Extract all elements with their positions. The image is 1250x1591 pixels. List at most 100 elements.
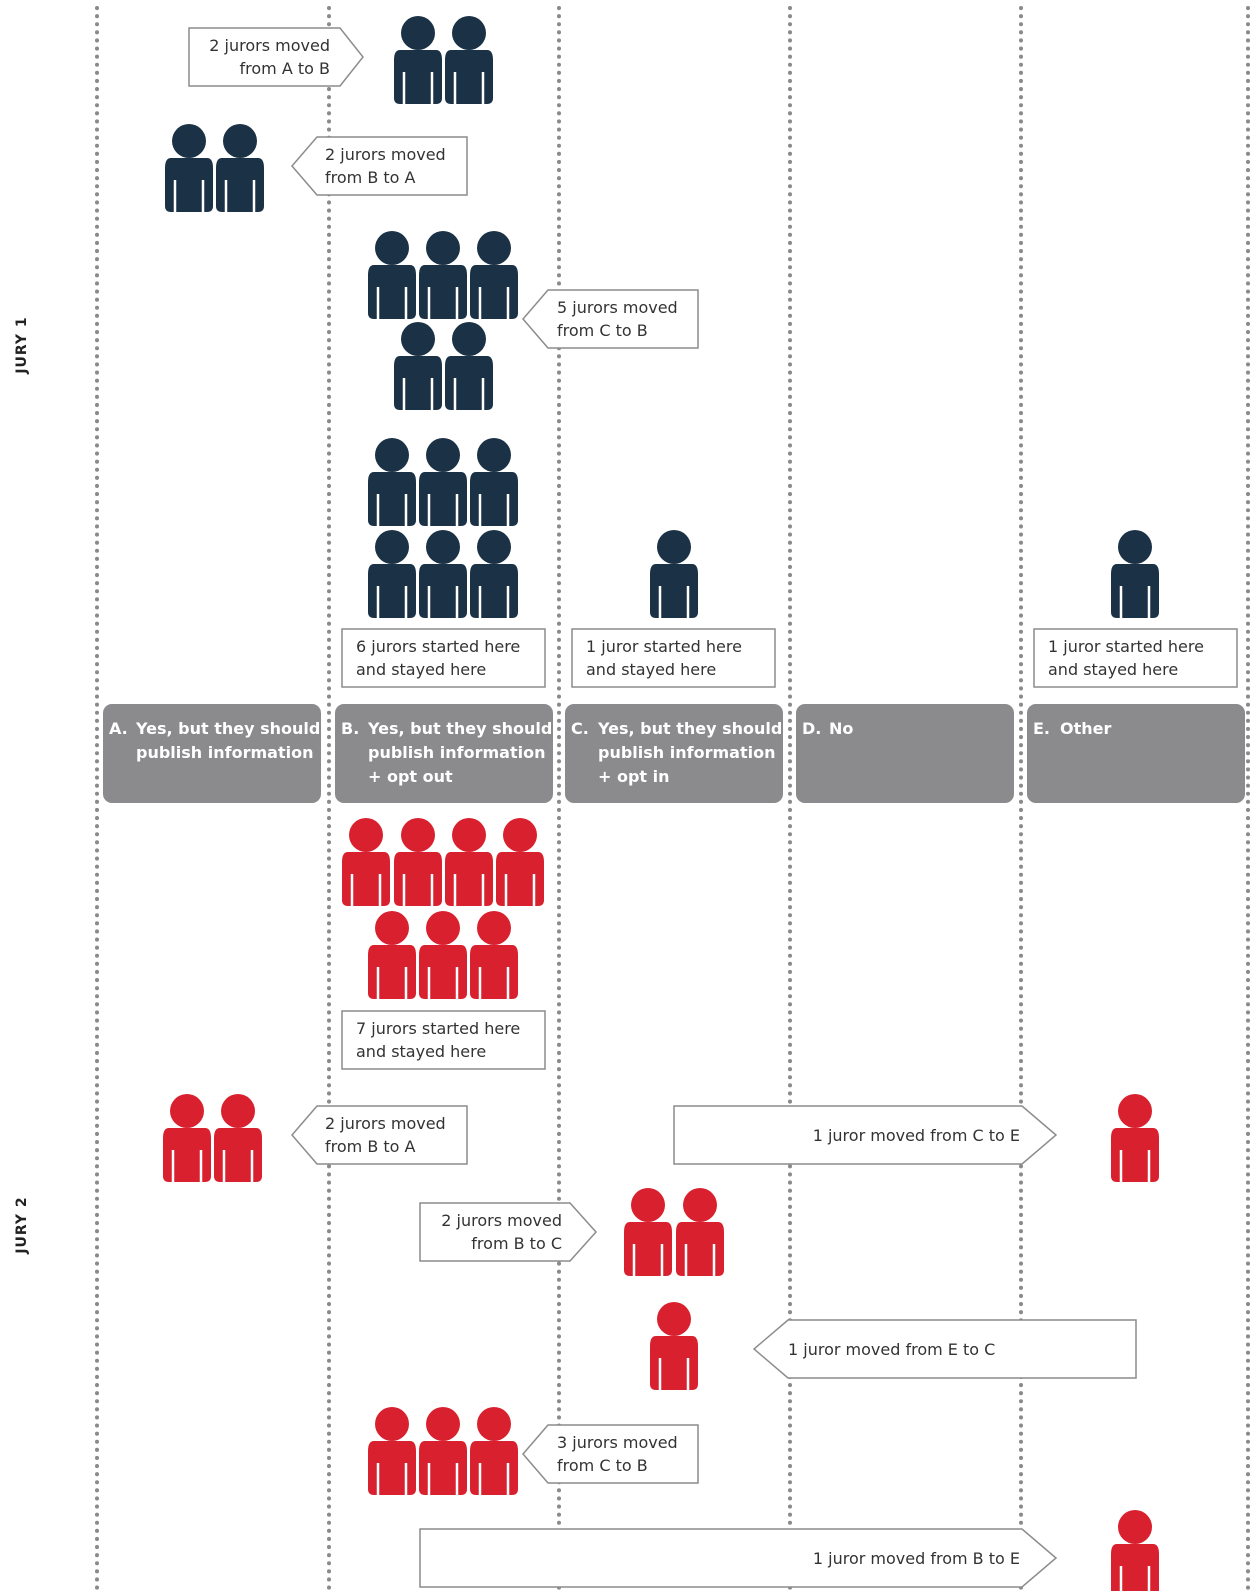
move-label-line: 1 juror moved from E to C: [788, 1340, 995, 1359]
juror-group-jury2-c-to-e: [1109, 1092, 1161, 1184]
juror-group-jury2-c-to-b: [366, 1405, 520, 1497]
person-icon: [214, 122, 266, 214]
juror-group-jury1-a-to-b: [392, 14, 495, 106]
move-label-line: 2 jurors moved: [325, 1114, 446, 1133]
category-letter: E.: [1033, 719, 1050, 738]
person-icon: [622, 1186, 674, 1278]
person-icon: [648, 1300, 700, 1392]
person-icon: [366, 1405, 418, 1497]
person-icon: [674, 1186, 726, 1278]
move-label-line: from A to B: [240, 59, 330, 78]
category-letter: C.: [571, 719, 589, 738]
juror-group-jury2-stayed-b: [340, 816, 546, 1001]
person-icon: [443, 14, 495, 106]
jury-1-label: JURY 1: [14, 316, 30, 374]
category-label-line: + opt in: [598, 767, 670, 786]
stayed-label-line: and stayed here: [586, 660, 716, 679]
category-label-line: Other: [1060, 719, 1111, 738]
person-icon: [417, 436, 469, 528]
stayed-label-line: 6 jurors started here: [356, 637, 520, 656]
move-label-a-to-b: 2 jurors moved from A to B: [188, 27, 364, 87]
stayed-label-line: and stayed here: [1048, 660, 1178, 679]
category-letter: B.: [341, 719, 359, 738]
person-icon: [494, 816, 546, 908]
person-icon: [392, 320, 444, 412]
category-header-b: B. Yes, but they should publish informatio…: [335, 704, 553, 803]
stayed-label-b: 7 jurors started here and stayed here: [341, 1010, 546, 1070]
stayed-label-line: and stayed here: [356, 660, 486, 679]
move-label-e-to-c: 1 juror moved from E to C: [752, 1319, 1137, 1379]
person-icon: [366, 229, 418, 321]
person-icon: [366, 528, 418, 620]
person-icon: [417, 909, 469, 1001]
move-label-line: from C to B: [557, 321, 648, 340]
move-label-b-to-a: 2 jurors moved from B to A: [291, 136, 468, 196]
stayed-label-line: 1 juror started here: [586, 637, 742, 656]
person-icon: [443, 320, 495, 412]
move-label-line: 3 jurors moved: [557, 1433, 678, 1452]
category-label-line: publish information: [598, 743, 775, 762]
move-label-line: from B to C: [471, 1234, 562, 1253]
person-icon: [468, 528, 520, 620]
category-letter: D.: [802, 719, 821, 738]
category-label-line: publish information: [136, 743, 313, 762]
person-icon: [443, 816, 495, 908]
juror-group-jury2-e-to-c: [648, 1300, 700, 1392]
person-icon: [468, 436, 520, 528]
person-icon: [366, 909, 418, 1001]
move-label-c-to-e: 1 juror moved from C to E: [673, 1105, 1058, 1165]
juror-group-jury2-b-to-c: [622, 1186, 726, 1278]
category-label-line: No: [829, 719, 853, 738]
person-icon: [1109, 528, 1161, 620]
person-icon: [163, 122, 215, 214]
person-icon: [161, 1092, 213, 1184]
person-icon: [468, 909, 520, 1001]
person-icon: [1109, 1092, 1161, 1184]
person-icon: [648, 528, 700, 620]
category-header-d: D. No: [796, 704, 1014, 803]
move-label-line: from C to B: [557, 1456, 648, 1475]
person-icon: [340, 816, 392, 908]
person-icon: [366, 436, 418, 528]
juror-group-jury1-stayed-e: [1109, 528, 1161, 620]
person-icon: [468, 1405, 520, 1497]
person-icon: [417, 528, 469, 620]
move-label-line: 1 juror moved from C to E: [813, 1126, 1020, 1145]
juror-group-jury2-b-to-e: [1109, 1508, 1161, 1591]
person-icon: [392, 816, 444, 908]
move-label-b-to-a: 2 jurors moved from B to A: [291, 1105, 468, 1165]
move-label-line: from B to A: [325, 168, 416, 187]
stayed-label-line: 7 jurors started here: [356, 1019, 520, 1038]
category-label-line: Yes, but they should: [367, 719, 552, 738]
juror-group-jury1-stayed-c: [648, 528, 700, 620]
stayed-label-e: 1 juror started here and stayed here: [1033, 628, 1238, 688]
move-label-line: from B to A: [325, 1137, 416, 1156]
juror-group-jury1-stayed-b: [366, 436, 520, 620]
person-icon: [417, 1405, 469, 1497]
person-icon: [417, 229, 469, 321]
category-label-line: Yes, but they should: [135, 719, 320, 738]
person-icon: [392, 14, 444, 106]
person-icon: [468, 229, 520, 321]
move-label-b-to-c: 2 jurors moved from B to C: [419, 1202, 598, 1262]
jury-2-label: JURY 2: [14, 1196, 30, 1254]
category-header-e: E. Other: [1027, 704, 1245, 803]
move-label-line: 2 jurors moved: [325, 145, 446, 164]
move-label-b-to-e: 1 juror moved from B to E: [419, 1528, 1058, 1588]
category-label-line: Yes, but they should: [597, 719, 782, 738]
stayed-label-b: 6 jurors started here and stayed here: [341, 628, 546, 688]
person-icon: [212, 1092, 264, 1184]
move-label-line: 5 jurors moved: [557, 298, 678, 317]
person-icon: [1109, 1508, 1161, 1591]
move-label-line: 2 jurors moved: [441, 1211, 562, 1230]
stayed-label-line: and stayed here: [356, 1042, 486, 1061]
juror-group-jury2-b-to-a: [161, 1092, 264, 1184]
category-label-line: + opt out: [368, 767, 453, 786]
move-label-line: 2 jurors moved: [209, 36, 330, 55]
juror-group-jury1-c-to-b: [366, 229, 520, 412]
move-label-line: 1 juror moved from B to E: [813, 1549, 1020, 1568]
category-label-line: publish information: [368, 743, 545, 762]
